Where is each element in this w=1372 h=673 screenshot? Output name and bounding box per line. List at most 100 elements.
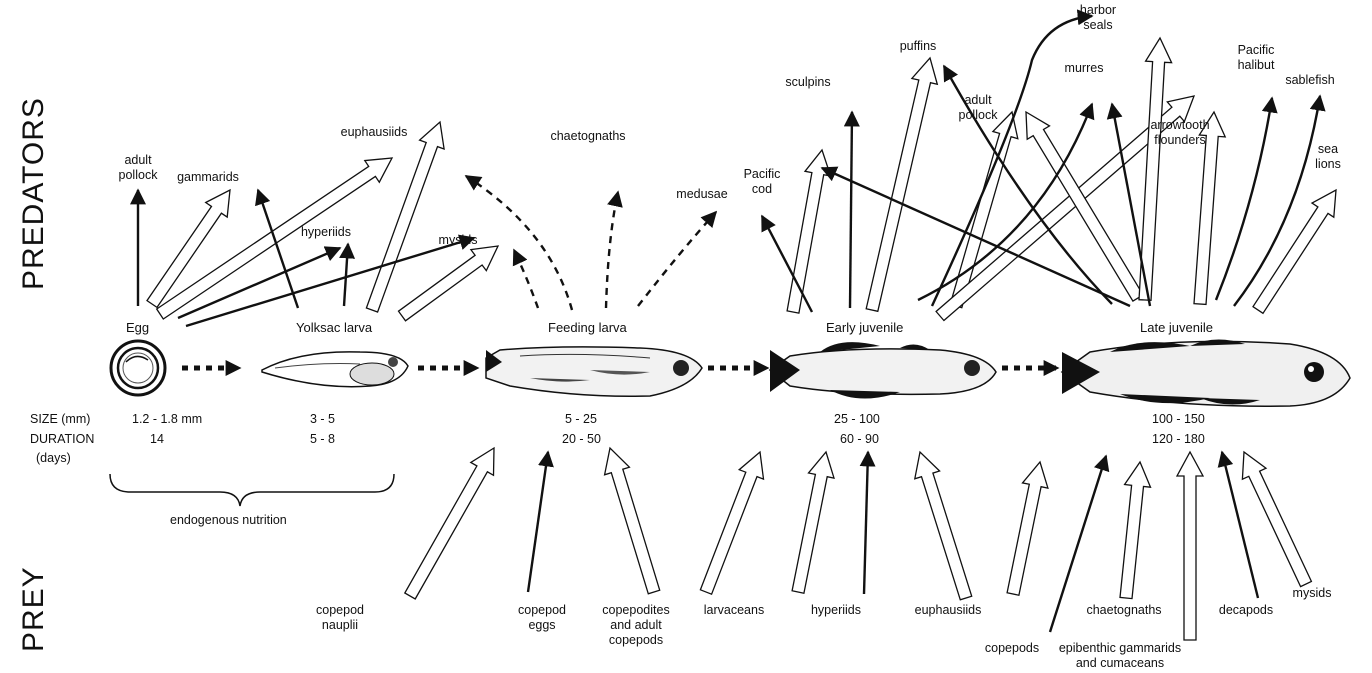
hollow-arrow-sea-lions <box>1252 188 1337 315</box>
dashed-arrow-feeding-medusae <box>637 210 718 307</box>
solid-arrows-layer <box>130 9 1326 633</box>
solid-arrow-hyperiids <box>859 450 876 595</box>
predator-euphausiids-label: euphausiids <box>341 125 408 139</box>
egg-duration: 14 <box>150 432 164 446</box>
predator-label-line: sablefish <box>1285 73 1334 87</box>
prey-label-line: larvaceans <box>704 603 764 617</box>
late-juvenile-duration: 120 - 180 <box>1152 432 1205 446</box>
stage-early-juvenile-label: Early juvenile <box>826 320 903 335</box>
predator-label-line: cod <box>752 182 772 196</box>
prey-label-line: copepod <box>316 603 364 617</box>
hollow-arrow-euphausiids-late <box>1006 460 1049 596</box>
hollow-arrow-puffins <box>865 56 939 313</box>
prey-label-line: copepods <box>609 633 663 647</box>
predator-label-line: halibut <box>1238 58 1275 72</box>
egg-illustration <box>109 339 167 397</box>
prey-label-line: and adult <box>610 618 662 632</box>
prey-side-label: PREY <box>17 566 50 652</box>
prey-label-line: euphausiids <box>915 603 982 617</box>
predator-hyperiids-label: hyperiids <box>301 225 351 239</box>
hollow-arrow-mysids <box>1241 450 1313 588</box>
solid-arrow-late-pacific-halibut <box>1214 96 1278 301</box>
hollow-arrow-yolksac-gammarids <box>146 188 231 309</box>
hollow-arrow-copepodites <box>603 446 661 595</box>
predator-label-line: mysids <box>439 233 478 247</box>
predator-sculpins-label: sculpins <box>785 75 830 89</box>
prey-decapods-label: decapods <box>1219 603 1273 617</box>
predator-label-line: flounders <box>1154 133 1205 147</box>
predator-label-line: gammarids <box>177 170 239 184</box>
predator-medusae-label: medusae <box>676 187 727 201</box>
solid-arrow-yolksac-hyperiids <box>339 242 356 307</box>
dashed-arrow-feeding-chaetognaths <box>604 190 623 309</box>
predator-label-line: adult <box>964 93 992 107</box>
hollow-arrow-harbor-seals <box>1138 36 1173 301</box>
predator-label-line: sculpins <box>785 75 830 89</box>
predator-murres-label: murres <box>1065 61 1104 75</box>
hollow-arrow-copepod-nauplii <box>403 446 495 600</box>
predator-label-line: adult <box>124 153 152 167</box>
prey-label-line: epibenthic gammarids <box>1059 641 1181 655</box>
prey-label-line: chaetognaths <box>1086 603 1161 617</box>
yolksac-larva-illustration <box>261 351 409 388</box>
late-juvenile-size: 100 - 150 <box>1152 412 1205 426</box>
predator-label-line: puffins <box>900 39 937 53</box>
solid-arrow-egg-mysids <box>185 234 476 328</box>
hollow-arrow-chaetognaths <box>1119 460 1152 600</box>
stage-late-juvenile-label: Late juvenile <box>1140 320 1213 335</box>
feeding-size: 5 - 25 <box>565 412 597 426</box>
prey-label-line: copepod <box>518 603 566 617</box>
hollow-arrow-euphausiids <box>913 450 973 601</box>
predator-gammarids-label: gammarids <box>177 170 239 184</box>
predator-label-line: pollock <box>119 168 159 182</box>
duration-row-label: DURATION <box>30 432 94 446</box>
prey-chaetognaths-label: chaetognaths <box>1086 603 1161 617</box>
solid-arrow-late-sablefish <box>1233 94 1326 307</box>
predator-label-line: pollock <box>959 108 999 122</box>
prey-label-line: copepods <box>985 641 1039 655</box>
stage-egg-label: Egg <box>126 320 149 335</box>
solid-arrow-early-murres <box>917 102 1095 302</box>
solid-arrow-early-sculpins <box>843 110 860 309</box>
prey-label-line: hyperiids <box>811 603 861 617</box>
prey-label-line: decapods <box>1219 603 1273 617</box>
prey-copepods-label: copepods <box>985 641 1039 655</box>
egg-size: 1.2 - 1.8 mm <box>132 412 202 426</box>
yolksac-size: 3 - 5 <box>310 412 335 426</box>
prey-label-line: mysids <box>1293 586 1332 600</box>
predator-chaetognaths-label: chaetognaths <box>550 129 625 143</box>
predator-label-line: harbor <box>1080 3 1116 17</box>
solid-arrow-early-medusae <box>760 214 814 313</box>
hollow-arrow-larvaceans <box>699 450 765 596</box>
stage-yolksac-label: Yolksac larva <box>296 320 373 335</box>
solid-arrow-egg-hyperiids <box>177 246 342 320</box>
prey-label-line: and cumaceans <box>1076 656 1164 670</box>
prey-larvaceans-label: larvaceans <box>704 603 764 617</box>
early-juvenile-duration: 60 - 90 <box>840 432 879 446</box>
hollow-arrow-yolksac-mysids <box>397 245 500 322</box>
prey-label-line: copepodites <box>602 603 669 617</box>
hollow-arrow-epibenthic <box>1175 450 1205 641</box>
predator-sablefish-label: sablefish <box>1285 73 1334 87</box>
predator-label-line: Pacific <box>1238 43 1275 57</box>
predator-puffins-label: puffins <box>900 39 937 53</box>
hollow-arrow-yolksac-euphausiids <box>365 120 445 313</box>
early-juvenile-illustration <box>768 342 997 399</box>
prey-hyperiids-label: hyperiids <box>811 603 861 617</box>
predator-label-line: seals <box>1083 18 1112 32</box>
dashed-arrow-feeding-euphausiids <box>464 174 574 311</box>
predator-label-line: arrowtooth <box>1150 118 1209 132</box>
size-row-label: SIZE (mm) <box>30 412 90 426</box>
prey-label-line: nauplii <box>322 618 358 632</box>
